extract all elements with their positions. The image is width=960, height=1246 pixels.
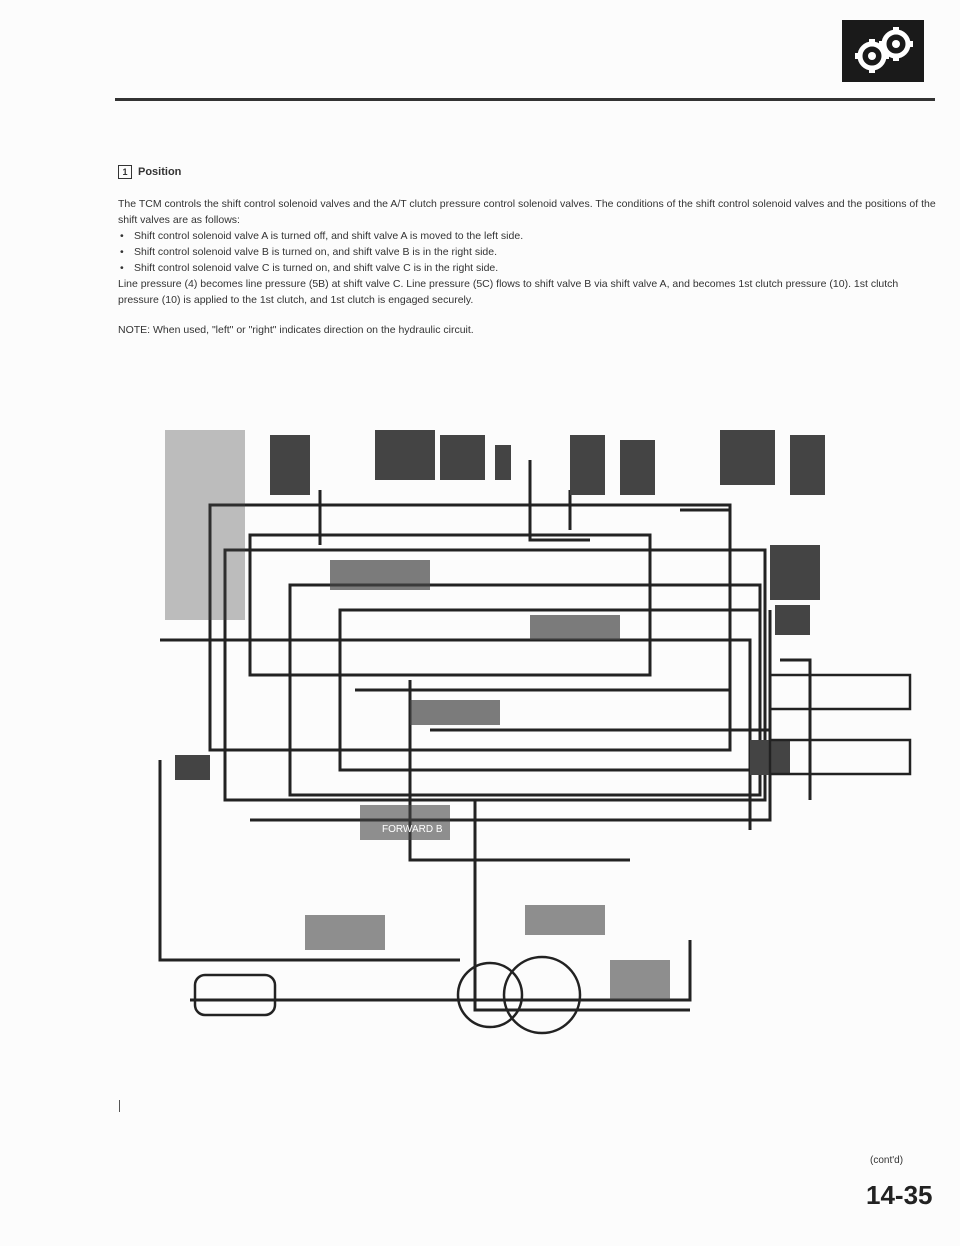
- section-title: Position: [138, 166, 182, 178]
- hydraulic-circuit-diagram: FORWARD B: [158, 430, 912, 1035]
- page-number: 14-35: [866, 1180, 933, 1210]
- header-rule: [115, 98, 935, 101]
- position-section: 1 Position The TCM controls the shift co…: [118, 164, 938, 349]
- continued-label: (cont'd): [870, 1155, 904, 1166]
- gear-transmission-icon: [842, 20, 924, 82]
- diagram-highlight-label: FORWARD B: [382, 824, 443, 835]
- flow-paragraph: Line pressure (4) becomes line pressure …: [118, 278, 899, 306]
- gear-position-box: 1: [118, 165, 132, 179]
- list-item: Shift control solenoid valve A is turned…: [118, 228, 938, 244]
- section-heading: 1 Position: [118, 164, 938, 180]
- list-item: Shift control solenoid valve B is turned…: [118, 244, 938, 260]
- solenoid-bullet-list: Shift control solenoid valve A is turned…: [118, 228, 938, 276]
- list-item: Shift control solenoid valve C is turned…: [118, 260, 938, 276]
- note-text: NOTE: When used, "left" or "right" indic…: [118, 324, 474, 336]
- margin-mark: [119, 1100, 120, 1112]
- intro-paragraph: The TCM controls the shift control solen…: [118, 198, 936, 226]
